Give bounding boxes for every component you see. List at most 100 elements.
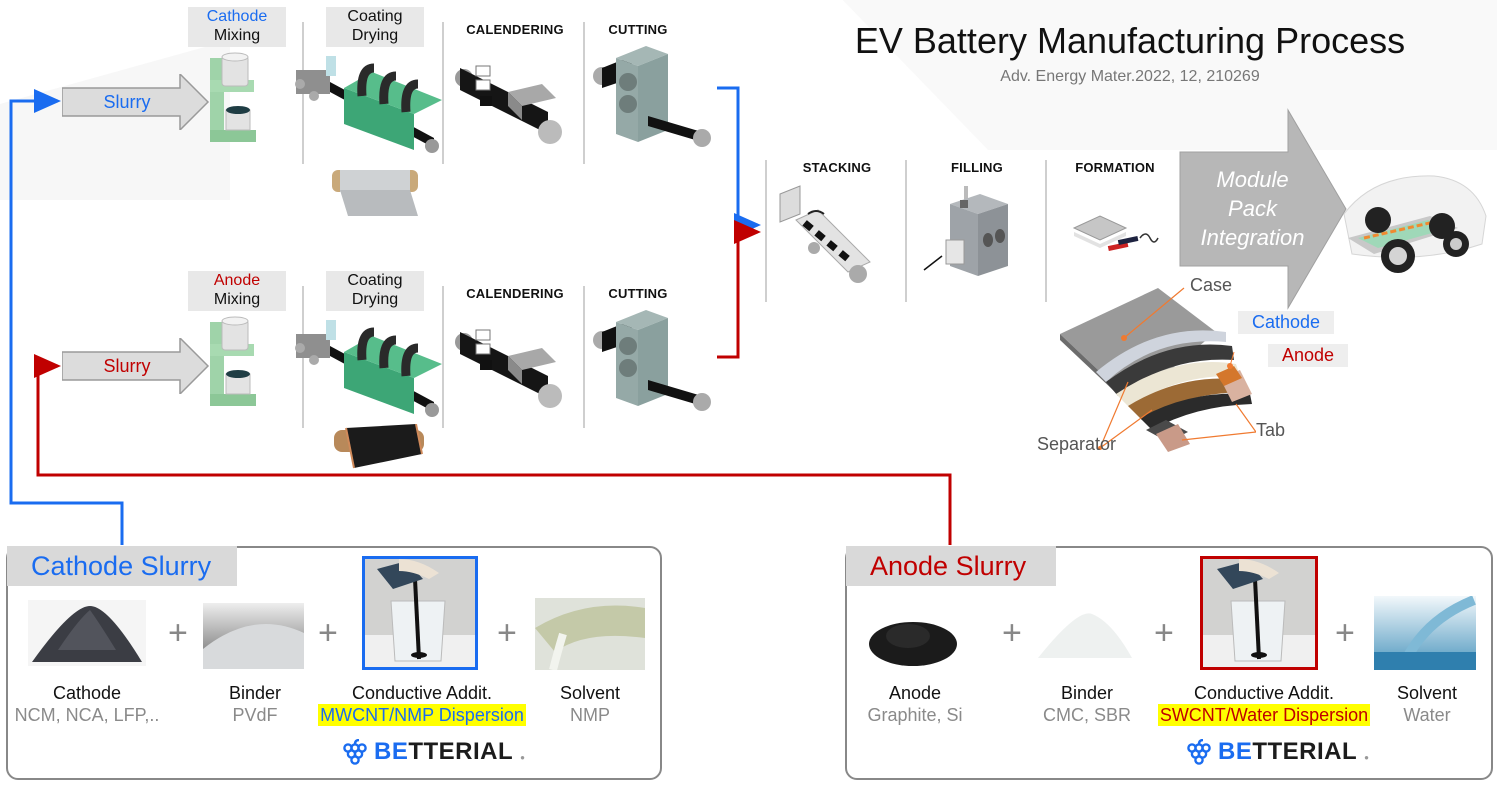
logo-be: BE [1218,738,1253,765]
divider [583,22,585,164]
ingredient-name: Conductive Addit. [351,683,493,703]
nmp-solvent-image [535,598,645,670]
logo-rest: TTERIAL [1252,738,1358,765]
ingredient-detail: CMC, SBR [1042,705,1131,725]
betterial-logo: BETTERIAL ● [1186,738,1370,766]
anode-coating-line1: Coating [347,272,403,289]
cutter-icon [593,310,711,411]
stacking-icon [779,185,871,283]
anode-mixing-line1: Anode [213,272,261,289]
grape-logo-icon [343,739,367,765]
ingredient-name: Binder [228,683,282,703]
plus-sign: + [497,614,517,652]
ingredient-name: Solvent [1396,683,1458,703]
cathode-mixing-line2: Mixing [213,27,261,44]
integration-line: Integration [1200,225,1305,250]
electric-car-icon [1343,175,1487,273]
divider [765,160,767,302]
divider [583,286,585,428]
anode-slurry-label: Slurry [103,356,151,376]
anode-layer-label: Anode [1268,344,1349,367]
cathode-calendering-label: CALENDERING [466,22,564,37]
coater-icon [295,320,442,417]
pvdf-binder-image [203,603,304,669]
anode-cutting-label: CUTTING [608,286,668,301]
ingredient-solvent: Solvent Water [1380,682,1474,726]
plus-sign: + [1154,614,1174,652]
anode-to-stacking-line [717,220,761,359]
plus-sign: + [1335,614,1355,652]
cathode-layer-label: Cathode [1238,311,1335,334]
anode-coating-line2: Drying [351,291,399,308]
tab-label: Tab [1256,420,1286,440]
aluminum-foil-roll-icon [332,170,418,216]
ingredient-cathode: Cathode NCM, NCA, LFP,.. [2,682,172,726]
anode-mixing-label: Anode Mixing [188,271,286,311]
ingredient-name: Conductive Addit. [1193,683,1335,703]
cathode-slurry-arrow [62,74,210,130]
anode-calendering-label: CALENDERING [466,286,564,301]
coater-icon [295,56,442,153]
graphite-powder-image [868,612,958,668]
formation-icon [1072,215,1159,252]
water-solvent-image [1374,596,1476,670]
module-pack-integration-arrow [1179,108,1347,310]
cathode-slurry-label: Slurry [103,92,151,112]
separator-label: Separator [1037,434,1117,454]
pouch-cell-diagram [1060,287,1256,452]
mwcnt-dispersion-image [362,556,478,670]
cathode-mixing-line1: Cathode [206,8,268,25]
module-line: Module [1216,167,1289,192]
cathode-cutting-label: CUTTING [608,22,668,37]
ingredient-solvent: Solvent NMP [540,682,640,726]
grape-logo-icon [1187,739,1211,765]
ingredient-conductive-additive: Conductive Addit. SWCNT/Water Dispersion [1142,682,1386,726]
cathode-coating-line1: Coating [347,8,403,25]
cathode-coating-label: Coating Drying [326,7,424,47]
citation: Adv. Energy Mater.2022, 12, 210269 [1000,68,1260,85]
ingredient-name: Cathode [52,683,122,703]
case-label: Case [1190,275,1233,295]
logo-rest: TTERIAL [408,738,514,765]
divider [905,160,907,302]
plus-sign: + [1002,614,1022,652]
ingredient-binder: Binder CMC, SBR [1034,682,1140,726]
cathode-powder-image [28,600,146,666]
anode-mixing-line2: Mixing [213,291,261,308]
logo-reg-mark: ● [520,753,526,762]
anode-slurry-heading: Anode Slurry [846,546,1056,586]
cutter-icon [593,46,711,147]
ingredient-name: Binder [1060,683,1114,703]
swcnt-dispersion-image [1200,556,1318,670]
page-title: EV Battery Manufacturing Process [854,20,1406,61]
ingredient-detail-highlight: SWCNT/Water Dispersion [1157,704,1371,726]
module-pack-integration-label: Module Pack Integration [1180,165,1325,252]
ingredient-detail: Graphite, Si [867,705,963,725]
cathode-feed-line [9,89,124,545]
ingredient-conductive-additive: Conductive Addit. MWCNT/NMP Dispersion [306,682,538,726]
ingredient-name: Solvent [559,683,621,703]
ingredient-detail: NCM, NCA, LFP,.. [14,705,160,725]
ingredient-detail: NMP [570,705,610,725]
divider [442,22,444,164]
divider [442,286,444,428]
logo-be: BE [374,738,409,765]
pack-line: Pack [1228,196,1277,221]
cmc-binder-image [1036,612,1134,662]
filling-icon [923,186,1008,276]
divider [1045,160,1047,302]
calender-icon [455,329,562,408]
betterial-logo: BETTERIAL ● [342,738,526,766]
ingredient-name: Anode [888,683,942,703]
cathode-coating-line2: Drying [351,27,399,44]
ingredient-anode: Anode Graphite, Si [850,682,980,726]
plus-sign: + [318,614,338,652]
cathode-slurry-heading: Cathode Slurry [7,546,237,586]
anode-feed-line [34,354,952,545]
anode-coating-label: Coating Drying [326,271,424,311]
mixer-icon [210,316,256,406]
logo-reg-mark: ● [1364,753,1370,762]
copper-foil-roll-icon [334,424,424,469]
filling-label: FILLING [951,160,1003,175]
